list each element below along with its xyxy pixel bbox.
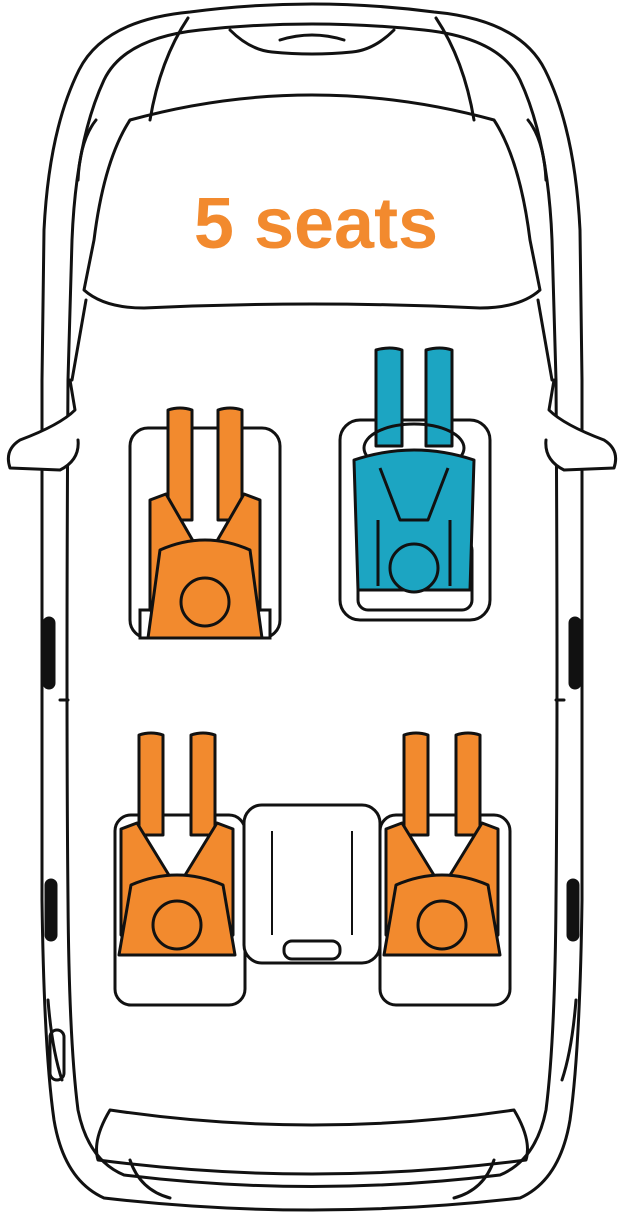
- passenger-figure: [146, 406, 264, 640]
- passenger-figure: [382, 731, 502, 957]
- front-right-seat: [338, 346, 492, 622]
- seat-frame: [242, 803, 382, 965]
- driver-figure: [352, 346, 476, 594]
- rear-right-seat: [378, 731, 512, 1007]
- seat-count-title: 5 seats: [194, 184, 438, 264]
- rear-left-seat: [113, 731, 247, 1007]
- rear-middle-seat: [242, 803, 382, 965]
- passenger-figure: [117, 731, 237, 957]
- front-left-seat: [128, 406, 282, 640]
